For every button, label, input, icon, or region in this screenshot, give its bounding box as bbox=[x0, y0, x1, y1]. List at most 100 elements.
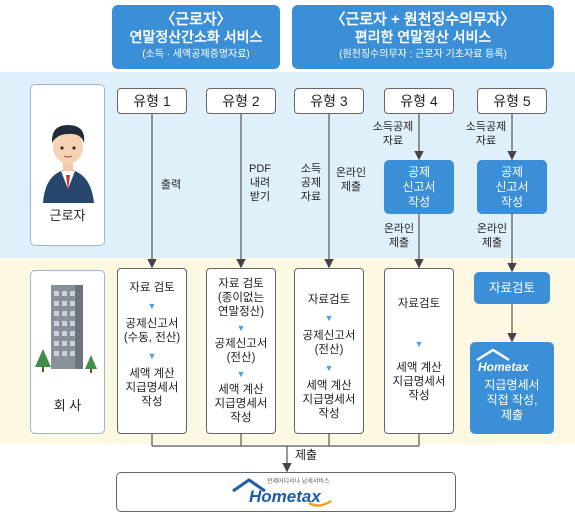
label-line: 소득 bbox=[300, 163, 322, 175]
label-line: 자료 bbox=[382, 135, 404, 147]
label-line: 온라인 bbox=[335, 167, 367, 179]
step-calc: 세액 계산 지급명세서 작성 bbox=[118, 367, 186, 409]
house-roof-icon bbox=[476, 348, 510, 362]
label-income-data: 소득 공제 자료 bbox=[296, 162, 326, 204]
header-box-right: 〈근로자 + 원천징수의무자〉 편리한 연말정산 서비스 (원천징수의무자 : … bbox=[292, 5, 554, 69]
building-icon bbox=[35, 285, 97, 373]
label-line: 온라인 bbox=[383, 223, 415, 235]
chevron-down-icon: ▼ bbox=[414, 339, 424, 349]
label-income-data-5: 소득공제 자료 bbox=[461, 120, 511, 148]
step-line: 지급명세서 bbox=[302, 394, 356, 406]
chevron-down-icon: ▼ bbox=[236, 369, 246, 379]
step-review: 자료 검토 (종이없는 연말정산) bbox=[207, 277, 275, 319]
hometax-logo-text: Hometax bbox=[478, 360, 529, 374]
blue-line: 제출 bbox=[500, 408, 524, 422]
step-form: 공제신고서 (수동, 전산) bbox=[118, 317, 186, 345]
step-calc: 세액 계산 지급명세서 작성 bbox=[295, 379, 363, 421]
blue-line: 공제 bbox=[500, 165, 524, 179]
step-line: 세액 계산 bbox=[396, 362, 442, 374]
blue-line: 공제 bbox=[407, 165, 431, 179]
company-col-1: 자료 검토 ▼ 공제신고서 (수동, 전산) ▼ 세액 계산 지급명세서 작성 bbox=[117, 268, 187, 434]
label-online-submit-5: 온라인 제출 bbox=[473, 222, 511, 250]
step-line: 작성 bbox=[141, 396, 163, 408]
label-line: 자료 bbox=[300, 191, 322, 203]
hometax-brand: Hometax bbox=[249, 487, 321, 506]
header-left-line2: 연말정산간소화 서비스 bbox=[129, 29, 263, 45]
chevron-down-icon: ▼ bbox=[324, 313, 334, 323]
type-1-box: 유형 1 bbox=[117, 88, 187, 114]
hometax-logo-small: Hometax bbox=[470, 348, 554, 378]
deduction-form-box-5: 공제 신고서 작성 bbox=[477, 160, 547, 214]
blue-line: 신고서 bbox=[402, 180, 436, 194]
label-line: 자료 bbox=[475, 135, 497, 147]
header-box-left: 〈근로자〉 연말정산간소화 서비스 (소득 · 세액공제증명자료) bbox=[112, 5, 280, 69]
type-5-box: 유형 5 bbox=[477, 88, 547, 114]
step-line: (종이없는 bbox=[217, 292, 265, 304]
deduction-form-box-4: 공제 신고서 작성 bbox=[384, 160, 454, 214]
step-review: 자료 검토 bbox=[129, 282, 175, 294]
hometax-tagline: 언제어디서나 납세서비스 bbox=[267, 479, 330, 485]
direct-filing-box-5: Hometax 지급명세서 직접 작성, 제출 bbox=[470, 342, 554, 434]
step-line: (수동, 전산) bbox=[123, 332, 181, 344]
label-online-submit-4: 온라인 제출 bbox=[380, 222, 418, 250]
step-review: 자료검토 bbox=[397, 298, 441, 310]
worker-label: 근로자 bbox=[49, 208, 86, 223]
hometax-box: 언제어디서나 납세서비스 Hometax bbox=[116, 472, 456, 512]
step-line: 지급명세서 bbox=[392, 376, 446, 388]
header-right-line1: 〈근로자 + 원천징수의무자〉 bbox=[330, 11, 516, 28]
label-pdf-line: 받기 bbox=[249, 191, 271, 203]
label-pdf-line: PDF bbox=[249, 163, 271, 175]
blue-line: 작성 bbox=[407, 195, 431, 209]
step-line: 공제신고서 bbox=[302, 330, 356, 342]
step-calc: 세액 계산 지급명세서 작성 bbox=[207, 383, 275, 425]
step-line: 공제신고서 bbox=[214, 338, 268, 350]
header-right-line3: (원천징수의무자 : 근로자 기초자료 등록) bbox=[339, 49, 507, 60]
chevron-down-icon: ▼ bbox=[147, 301, 157, 311]
step-form: 공제신고서 (전산) bbox=[295, 329, 363, 357]
step-line: (전산) bbox=[226, 352, 256, 364]
chevron-down-icon: ▼ bbox=[236, 323, 246, 333]
step-form: 공제신고서 (전산) bbox=[207, 337, 275, 365]
step-line: 세액 계산 bbox=[306, 380, 352, 392]
blue-line: 직접 작성, bbox=[486, 393, 538, 407]
type-3-box: 유형 3 bbox=[294, 88, 364, 114]
worker-avatar-icon bbox=[43, 125, 94, 203]
type-2-box: 유형 2 bbox=[206, 88, 276, 114]
label-print: 출력 bbox=[160, 179, 182, 191]
blue-line: 지급명세서 bbox=[484, 378, 540, 392]
step-line: 작성 bbox=[230, 412, 252, 424]
step-line: 작성 bbox=[408, 390, 430, 402]
step-line: 공제신고서 bbox=[125, 318, 179, 330]
type-4-box: 유형 4 bbox=[384, 88, 454, 114]
label-line: 공제 bbox=[300, 177, 322, 189]
step-review: 자료검토 bbox=[307, 294, 351, 306]
step-calc: 세액 계산 지급명세서 작성 bbox=[385, 361, 453, 403]
label-pdf-line: 내려 bbox=[249, 177, 271, 189]
step-line: 작성 bbox=[318, 408, 340, 420]
step-line: (전산) bbox=[314, 344, 344, 356]
label-line: 제출 bbox=[481, 237, 503, 249]
step-line: 자료 검토 bbox=[218, 278, 264, 290]
label-line: 온라인 bbox=[476, 223, 508, 235]
label-online-submit-3: 온라인 제출 bbox=[332, 166, 370, 194]
step-line: 지급명세서 bbox=[214, 398, 268, 410]
label-income-data-4: 소득공제 자료 bbox=[368, 120, 418, 148]
label-submit: 제출 bbox=[294, 448, 318, 462]
label-line: 소득공제 bbox=[465, 121, 507, 133]
step-line: 세액 계산 bbox=[129, 368, 175, 380]
header-left-line1: 〈근로자〉 bbox=[160, 11, 232, 28]
blue-line: 신고서 bbox=[495, 180, 529, 194]
step-line: 연말정산) bbox=[217, 306, 265, 318]
label-line: 제출 bbox=[388, 237, 410, 249]
worker-role-box: 근로자 bbox=[30, 84, 105, 246]
chevron-down-icon: ▼ bbox=[147, 351, 157, 361]
blue-line: 작성 bbox=[500, 195, 524, 209]
company-col-2: 자료 검토 (종이없는 연말정산) ▼ 공제신고서 (전산) ▼ 세액 계산 지… bbox=[206, 268, 276, 434]
label-line: 제출 bbox=[340, 181, 362, 193]
company-role-box: 회 사 bbox=[30, 270, 105, 434]
company-label: 회 사 bbox=[53, 398, 82, 413]
company-col-3: 자료검토 ▼ 공제신고서 (전산) ▼ 세액 계산 지급명세서 작성 bbox=[294, 268, 364, 434]
chevron-down-icon: ▼ bbox=[324, 363, 334, 373]
header-left-line3: (소득 · 세액공제증명자료) bbox=[142, 49, 250, 60]
